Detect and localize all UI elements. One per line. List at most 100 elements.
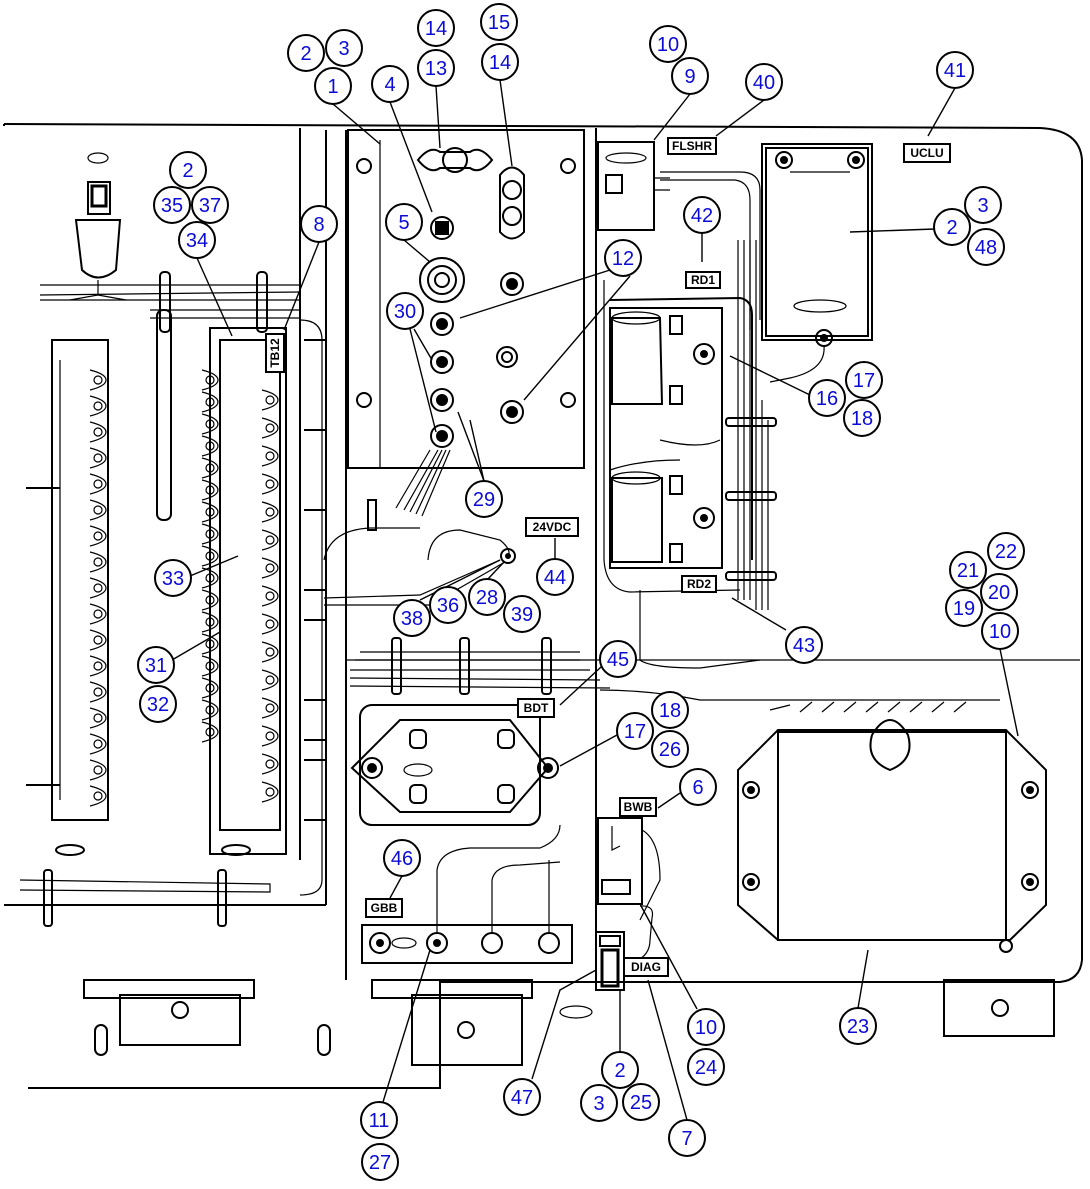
control-module-23 [599,689,1047,953]
callout-31: 31 [137,646,175,684]
svg-text:24: 24 [695,1057,717,1079]
svg-text:4: 4 [384,74,395,96]
mounting-tabs [83,979,1055,1066]
svg-text:22: 22 [995,541,1017,563]
callout-38: 38 [393,599,431,637]
svg-text:7: 7 [681,1128,692,1150]
terminal-board-tb11 [26,339,109,856]
svg-text:14: 14 [489,52,511,74]
svg-text:17: 17 [624,721,646,743]
svg-text:18: 18 [851,408,873,430]
svg-text:10: 10 [695,1017,717,1039]
callout-6: 6 [679,768,717,806]
callout-14: 14 [417,9,455,47]
callout-8: 8 [300,205,338,243]
svg-text:34: 34 [186,230,208,252]
svg-text:13: 13 [425,58,447,80]
svg-text:10: 10 [989,621,1011,643]
callout-1: 1 [314,67,352,105]
callout-37: 37 [191,186,229,224]
svg-text:41: 41 [944,60,966,82]
svg-text:19: 19 [953,598,975,620]
svg-text:47: 47 [511,1087,533,1109]
svg-text:9: 9 [684,66,695,88]
svg-text:BDT: BDT [524,701,549,715]
callout-10: 10 [687,1008,725,1046]
callout-46: 46 [383,839,421,877]
callout-9: 9 [671,57,709,95]
svg-text:25: 25 [630,1092,652,1114]
svg-text:10: 10 [657,34,679,56]
label-flshr: FLSHR [667,137,717,155]
callout-40: 40 [745,63,783,101]
callout-10: 10 [981,612,1019,650]
svg-text:2: 2 [300,43,311,65]
svg-text:RD1: RD1 [691,273,715,287]
svg-text:2: 2 [614,1060,625,1082]
callout-21: 21 [949,551,987,589]
relay-module-center [350,704,559,826]
svg-text:36: 36 [437,595,459,617]
svg-text:26: 26 [659,739,681,761]
callout-3: 3 [325,29,363,67]
svg-text:5: 5 [398,212,409,234]
callout-25: 25 [622,1083,660,1121]
callout-32: 32 [139,685,177,723]
svg-text:21: 21 [957,560,979,582]
svg-text:20: 20 [988,582,1010,604]
callout-44: 44 [536,558,574,596]
uclu-module [761,143,873,383]
callout-18: 18 [651,691,689,729]
svg-text:42: 42 [691,205,713,227]
label-diag: DIAG [623,957,669,977]
svg-text:29: 29 [473,489,495,511]
svg-text:39: 39 [511,604,533,626]
panel-outline [3,123,1083,1089]
right-harness [639,240,777,669]
svg-text:11: 11 [369,1110,390,1132]
callout-43: 43 [785,626,823,664]
callout-41: 41 [936,51,974,89]
svg-text:35: 35 [161,195,183,217]
ground-bus-bar [361,824,573,964]
callout-29: 29 [465,480,503,518]
net-relay [69,152,127,301]
svg-text:32: 32 [147,694,169,716]
svg-text:3: 3 [338,38,349,60]
label-bwb: BWB [619,797,657,817]
callout-48: 48 [967,228,1005,266]
callout-7: 7 [668,1119,706,1157]
svg-text:23: 23 [847,1016,869,1038]
svg-text:28: 28 [476,587,498,609]
svg-text:31: 31 [145,655,167,677]
bwb-diag-connectors [559,817,661,1019]
svg-text:14: 14 [425,18,447,40]
leader-lines [171,79,1019,1121]
callout-36: 36 [429,586,467,624]
svg-text:24VDC: 24VDC [533,520,572,534]
svg-text:15: 15 [488,12,510,34]
callout-30: 30 [386,292,424,330]
callout-26: 26 [651,730,689,768]
callout-39: 39 [503,595,541,633]
callout-18: 18 [843,399,881,437]
svg-text:6: 6 [692,777,703,799]
svg-text:3: 3 [593,1093,604,1115]
label-uclu: UCLU [903,143,951,163]
svg-text:RD2: RD2 [687,577,711,591]
svg-text:46: 46 [391,848,413,870]
svg-text:43: 43 [793,635,815,657]
callout-24: 24 [687,1048,725,1086]
callout-11: 11 [360,1101,398,1139]
callout-28: 28 [468,578,506,616]
callout-15: 15 [480,3,518,41]
callout-5: 5 [385,203,423,241]
svg-text:UCLU: UCLU [910,146,943,160]
label-24vdc: 24VDC [525,517,579,537]
svg-text:17: 17 [853,370,875,392]
callout-42: 42 [683,196,721,234]
svg-text:40: 40 [753,72,775,94]
callout-2: 2 [933,208,971,246]
svg-text:2: 2 [182,160,193,182]
